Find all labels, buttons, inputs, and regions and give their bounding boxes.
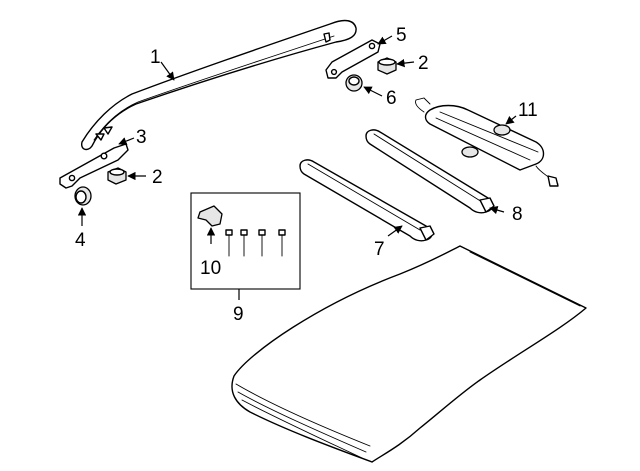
nut-part-lower (107, 167, 127, 185)
cap-part-6 (345, 74, 363, 92)
callout-6: 6 (386, 88, 397, 109)
hardware-kit-box (190, 192, 301, 290)
callout-5: 5 (396, 25, 407, 46)
front-crossbar-part (299, 159, 435, 242)
callout-9: 9 (233, 304, 244, 325)
callout-8: 8 (512, 204, 523, 225)
leader-2-upper (396, 58, 415, 68)
callout-3: 3 (136, 127, 147, 148)
callout-7: 7 (374, 239, 385, 260)
leader-lines (77, 35, 517, 300)
callout-1: 1 (150, 47, 161, 68)
leader-8 (489, 206, 505, 215)
callout-2-lower: 2 (152, 167, 163, 188)
roof-panel (231, 245, 587, 463)
callout-10: 10 (200, 258, 221, 279)
callout-2-upper: 2 (418, 53, 429, 74)
nut-part-upper (377, 57, 397, 75)
leader-7 (387, 225, 403, 237)
cap-part-4 (74, 186, 92, 206)
bolt-set (225, 229, 286, 257)
leader-11 (505, 115, 517, 125)
deflector-assembly-part (415, 97, 559, 187)
side-rail-part (80, 19, 357, 151)
rear-bracket-part (325, 39, 381, 79)
leader-3 (118, 137, 135, 146)
front-bracket-part (59, 143, 129, 189)
callout-11: 11 (518, 100, 538, 121)
leader-6 (363, 86, 383, 97)
callout-4: 4 (75, 230, 86, 251)
leader-5 (377, 35, 393, 45)
leader-1 (160, 61, 175, 81)
